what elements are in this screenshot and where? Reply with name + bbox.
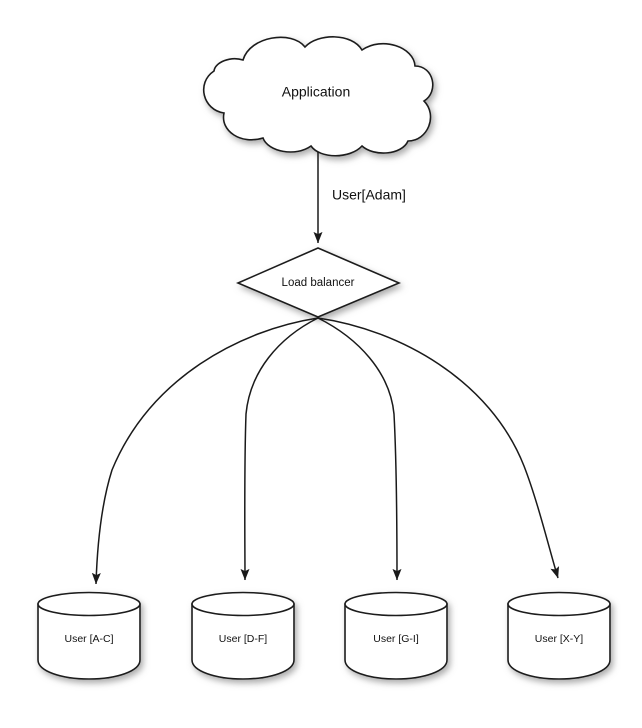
edge-application-to-load-balancer: User[Adam]: [313, 152, 406, 244]
cloud-shape: [203, 36, 434, 157]
edge-line-lb-db3: [317, 317, 402, 581]
edge-line-lb-db4: [317, 317, 560, 579]
node-application[interactable]: Application: [203, 36, 434, 157]
cylinder-body-2: [191, 603, 295, 680]
cylinder-top-3: [344, 591, 448, 617]
node-database-1[interactable]: User [A-C]: [37, 591, 141, 680]
edge-lb-to-db-4: [317, 317, 560, 579]
node-database-3[interactable]: User [G-I]: [344, 591, 448, 680]
edge-line-lb-db2: [240, 317, 319, 581]
edge-label-user-adam: User[Adam]: [332, 187, 406, 203]
cylinder-body-1: [37, 603, 141, 680]
database-3-label: User [G-I]: [373, 633, 419, 645]
database-2-label: User [D-F]: [219, 633, 267, 645]
application-label: Application: [282, 84, 351, 100]
diamond-shape: [235, 247, 402, 318]
cylinder-top-2: [191, 591, 295, 617]
edge-lb-to-db-2: [240, 317, 319, 581]
cylinder-body-3: [344, 603, 448, 680]
cylinder-body-4: [507, 603, 611, 680]
edge-line-lb-db1: [91, 317, 319, 585]
node-database-2[interactable]: User [D-F]: [191, 591, 295, 680]
load-balancer-label: Load balancer: [282, 277, 355, 289]
node-database-4[interactable]: User [X-Y]: [507, 591, 611, 680]
database-1-label: User [A-C]: [64, 633, 113, 645]
cylinder-top-4: [507, 591, 611, 617]
database-4-label: User [X-Y]: [535, 633, 584, 645]
node-load-balancer[interactable]: Load balancer: [235, 247, 402, 318]
edge-lb-to-db-3: [317, 317, 402, 581]
cylinder-top-1: [37, 591, 141, 617]
edge-lb-to-db-1: [91, 317, 319, 585]
